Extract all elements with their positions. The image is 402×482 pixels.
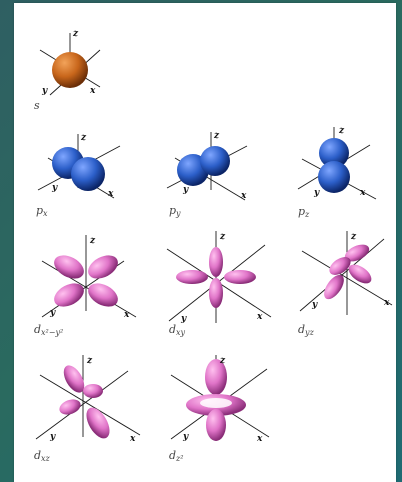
svg-text:z: z: [350, 232, 357, 242]
svg-text:y: y: [313, 188, 320, 198]
orbital-label-dx2-y2: dx²−y²: [34, 323, 63, 337]
svg-text:x: x: [359, 188, 366, 198]
orbital-px: z y x px: [28, 128, 138, 238]
svg-text:x: x: [123, 310, 130, 320]
orbital-label-dz2: dz²: [169, 449, 183, 463]
orbital-pz: z y x pz: [292, 123, 402, 233]
svg-text:y: y: [51, 183, 58, 193]
orbital-label-dxy: dxy: [169, 323, 185, 337]
svg-text:x: x: [129, 434, 136, 444]
orbital-label-px: px: [36, 204, 48, 218]
svg-text:z: z: [338, 126, 345, 136]
svg-text:x: x: [240, 191, 247, 201]
svg-text:z: z: [89, 236, 96, 246]
orbital-dyz: z y x dyz: [292, 231, 402, 341]
orbital-dx2-y2: z y x dx²−y²: [24, 231, 134, 341]
orbital-s: z y x s: [28, 25, 138, 135]
svg-text:z: z: [80, 133, 87, 143]
svg-text:x: x: [256, 312, 263, 322]
orbital-py: z y x py: [161, 128, 271, 238]
svg-text:y: y: [182, 432, 189, 442]
orbital-label-dxz: dxz: [34, 449, 50, 463]
svg-text:z: z: [86, 356, 93, 366]
svg-text:x: x: [383, 298, 390, 308]
x-axis-label: x: [89, 86, 96, 96]
orbital-figure-panel: z y x s: [14, 3, 396, 482]
svg-text:y: y: [311, 300, 318, 310]
svg-text:y: y: [182, 185, 189, 195]
svg-text:z: z: [213, 131, 220, 141]
svg-text:z: z: [219, 232, 226, 242]
orbital-dz2: z y x dz²: [161, 355, 271, 465]
orbital-label-pz: pz: [298, 205, 309, 219]
orbital-dxz: z y x dxz: [28, 355, 138, 465]
s-lobe: [52, 52, 88, 88]
svg-text:y: y: [49, 308, 56, 318]
svg-text:z: z: [219, 356, 226, 366]
y-axis-label: y: [41, 86, 48, 96]
orbital-label-dyz: dyz: [298, 323, 314, 337]
svg-text:x: x: [256, 434, 263, 444]
z-axis-label: z: [72, 29, 79, 39]
svg-text:y: y: [49, 432, 56, 442]
orbital-label-py: py: [169, 204, 181, 218]
orbital-label-s: s: [34, 99, 40, 113]
orbital-dxy: z y x dxy: [161, 231, 271, 341]
svg-text:x: x: [107, 189, 114, 199]
